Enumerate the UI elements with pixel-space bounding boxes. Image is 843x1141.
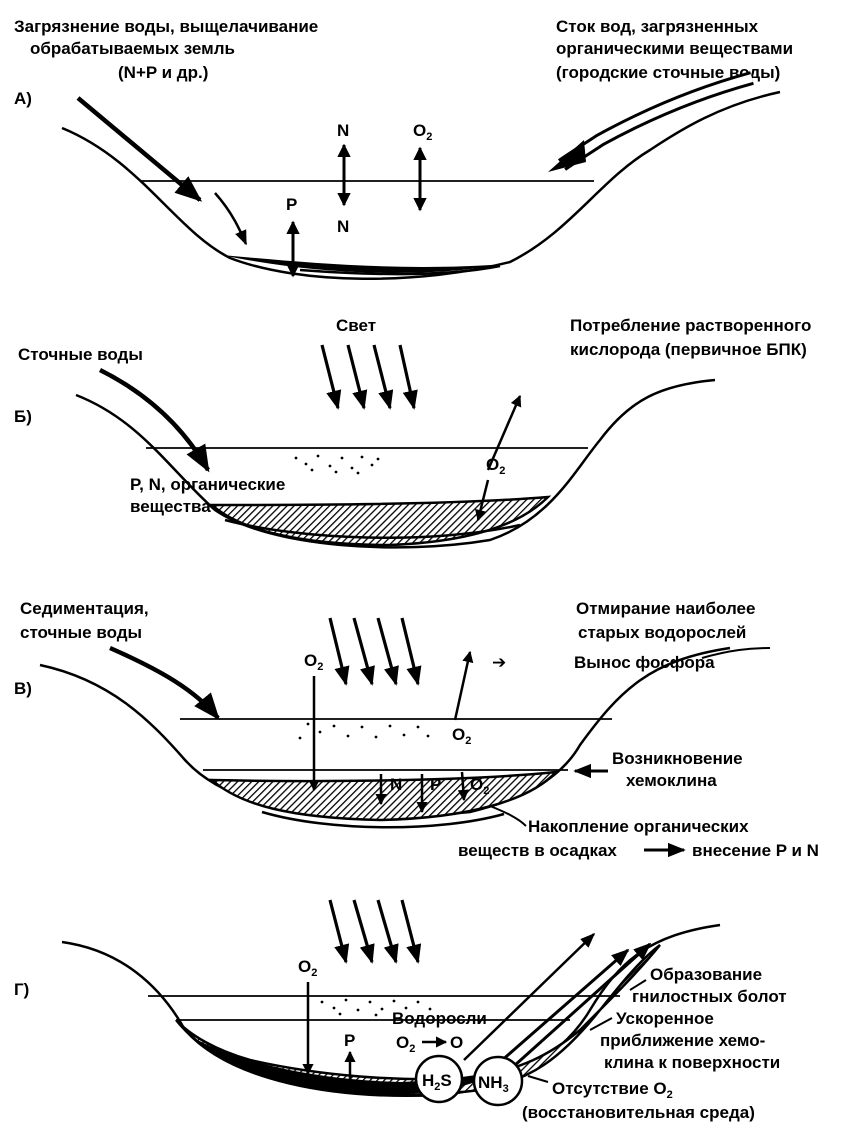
panel-d-chemocline-rise-2: приближение хемо- xyxy=(600,1031,765,1050)
panel-c-accumulation-2: веществ в осадках xyxy=(458,841,617,860)
panel-a-right-caption-2: органическими веществами xyxy=(556,39,793,58)
panel-b-pn-label-2: вещества xyxy=(130,497,211,516)
panel-d-nh3-label: NH3 xyxy=(478,1073,509,1095)
panel-d-gas-arrow-3 xyxy=(512,942,652,1068)
panel-d-nh3-bubble: NH3 xyxy=(472,1055,524,1107)
panel-d-o2-to-o-right: O xyxy=(450,1033,463,1052)
panel-c-sediment-lower xyxy=(261,810,505,829)
panel-c-left-caption-2: сточные воды xyxy=(20,623,142,642)
panel-c-accumulation-result: внесение P и N xyxy=(692,841,819,860)
panel-c-o2-bottom-arrow xyxy=(457,771,469,802)
panel-d-no-o2-1: Отсутствие O2 xyxy=(552,1079,673,1101)
panel-d-swamps-2: гнилостных болот xyxy=(632,987,787,1006)
panel-d-gas-arrow-2 xyxy=(499,948,630,1064)
panel-b-right-caption-1: Потребление растворенного xyxy=(570,316,811,335)
panel-d-h2s-label: H2S xyxy=(422,1071,452,1093)
panel-c-right-caption-1: Отмирание наиболее xyxy=(576,599,755,618)
panel-d-sediment-dark xyxy=(190,1036,500,1095)
panel-a-n-bottom: N xyxy=(337,217,349,236)
panel-a-leaching-arrow-2 xyxy=(214,192,248,246)
panel-c-p-label: P xyxy=(430,775,441,794)
panel-c-right-caption-2: старых водорослей xyxy=(578,623,746,642)
panel-b-right-caption-2: кислорода (первичное БПК) xyxy=(570,340,807,359)
panel-b-o2-label: O2 xyxy=(486,455,505,477)
panel-d-swamps-pointer xyxy=(629,979,647,991)
panel-b-sewage-arrow xyxy=(98,367,210,473)
panel-b-left-caption: Сточные воды xyxy=(18,345,143,364)
panel-a-runoff-arrow xyxy=(557,71,754,171)
panel-b: Свет Потребление растворенного кислорода… xyxy=(14,316,811,549)
panel-c: Седиментация, сточные воды Отмирание наи… xyxy=(14,599,819,860)
panel-a-p-label: P xyxy=(286,195,297,214)
panel-c-sewage-arrow xyxy=(109,645,220,721)
panel-c-o2-top-label: O2 xyxy=(304,651,323,673)
panel-a-sediment-lens-2 xyxy=(299,264,501,276)
panel-a-right-caption-3: (городские сточные воды) xyxy=(556,63,780,82)
panel-c-phosphorus-underline xyxy=(701,647,771,659)
panel-c-arrow-symbol: ➔ xyxy=(492,653,506,672)
panel-a-letter: А) xyxy=(14,89,32,108)
panel-d-h2s-bubble: H2S xyxy=(414,1054,464,1104)
panel-a: Загрязнение воды, выщелачивание обрабаты… xyxy=(14,17,793,281)
panel-c-plankton-dots xyxy=(298,722,430,740)
panel-c-algae-out-arrow xyxy=(453,650,474,721)
panel-d-p-label: P xyxy=(344,1031,355,1050)
panel-c-left-caption-1: Седиментация, xyxy=(20,599,149,618)
panel-d: Г) O2 P Водоросли O2 O H2S xyxy=(14,899,787,1122)
panel-d-o2-label: O2 xyxy=(298,957,317,979)
panel-d-no-o2-pointer xyxy=(527,1075,549,1083)
panel-d-letter: Г) xyxy=(14,980,29,999)
panel-a-left-caption-3: (N+P и др.) xyxy=(118,63,208,82)
panel-c-o2-mid-label: O2 xyxy=(452,725,471,747)
panel-a-right-caption-1: Сток вод, загрязненных xyxy=(556,17,759,36)
panel-b-pn-label-1: P, N, органические xyxy=(130,475,285,494)
panel-b-plankton-dots xyxy=(294,454,380,475)
panel-a-n-top: N xyxy=(337,121,349,140)
panel-d-algae-label: Водоросли xyxy=(392,1009,487,1028)
panel-c-light-arrows xyxy=(328,617,422,686)
panel-c-chemocline-2: хемоклина xyxy=(626,771,717,790)
panel-b-o2-down-arrow xyxy=(474,479,490,522)
panel-b-sediment-lower xyxy=(224,518,521,539)
panel-b-basin-outline xyxy=(75,378,716,549)
panel-d-no-o2-2: (восстановительная среда) xyxy=(522,1103,755,1122)
panel-c-phosphorus-out: Вынос фосфора xyxy=(574,653,715,672)
panel-b-light-arrows xyxy=(320,344,418,410)
panel-c-accumulation-1: Накопление органических xyxy=(528,817,749,836)
panel-d-chemocline-pointer xyxy=(589,1017,613,1031)
panel-a-sediment-lens xyxy=(222,255,505,273)
panel-b-letter: Б) xyxy=(14,407,32,426)
panel-d-plankton-dots xyxy=(320,998,432,1017)
panel-c-chemocline-1: Возникновение xyxy=(612,749,743,768)
panel-a-left-caption-1: Загрязнение воды, выщелачивание xyxy=(14,17,318,36)
panel-a-left-caption-2: обрабатываемых земль xyxy=(30,39,235,58)
panel-a-leaching-arrow xyxy=(76,96,203,202)
panel-d-swamps-1: Образование xyxy=(650,965,762,984)
panel-b-o2-out-arrow xyxy=(486,394,522,471)
panel-d-chemocline-rise-3: клина к поверхности xyxy=(604,1053,780,1072)
panel-d-o2-to-o-left: O2 xyxy=(396,1033,415,1055)
panel-b-light-label: Свет xyxy=(336,316,376,335)
panel-c-accumulation-pointer xyxy=(489,805,527,827)
panel-d-light-arrows xyxy=(328,899,422,964)
panel-a-runoff-arrowhead xyxy=(548,140,586,172)
panel-c-n-label: N xyxy=(390,775,402,794)
panel-c-o2-bottom-label: O2 xyxy=(470,775,489,797)
panel-d-gas-arrow-1 xyxy=(463,932,596,1061)
panel-c-letter: В) xyxy=(14,679,32,698)
panel-d-chemocline-rise-1: Ускоренное xyxy=(616,1009,714,1028)
panel-a-o2-label: O2 xyxy=(413,121,432,143)
